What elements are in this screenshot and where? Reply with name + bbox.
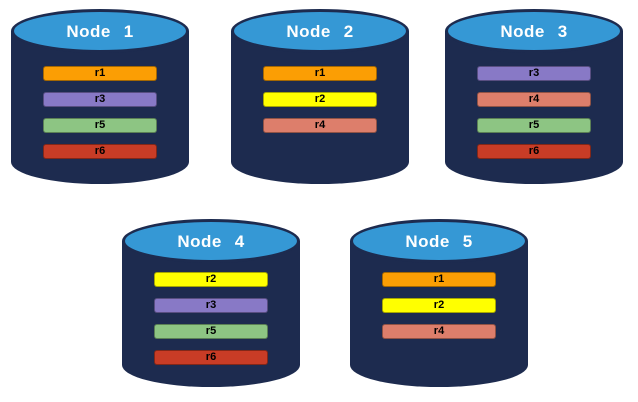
cylinder-top: Node 5 <box>350 219 528 263</box>
replica-list: r1 r2 r4 <box>382 272 496 339</box>
replica-bar: r3 <box>477 66 591 81</box>
node-title: Node 3 <box>500 22 568 41</box>
replica-bar: r3 <box>154 298 268 313</box>
replica-list: r1 r3 r5 r6 <box>43 66 157 159</box>
replica-bar: r2 <box>263 92 377 107</box>
replica-bar: r6 <box>154 350 268 365</box>
replica-bar: r4 <box>263 118 377 133</box>
replica-bar: r5 <box>154 324 268 339</box>
cylinder-body <box>231 31 409 184</box>
replica-bar: r4 <box>382 324 496 339</box>
cylinder-body <box>350 241 528 387</box>
cylinder-top: Node 1 <box>11 9 189 53</box>
replica-bar: r2 <box>382 298 496 313</box>
replica-bar: r6 <box>43 144 157 159</box>
replica-list: r1 r2 r4 <box>263 66 377 133</box>
replica-list: r2 r3 r5 r6 <box>154 272 268 365</box>
replica-bar: r2 <box>154 272 268 287</box>
node-title: Node 1 <box>66 22 134 41</box>
node-title: Node 5 <box>405 232 473 251</box>
cylinder-top: Node 3 <box>445 9 623 53</box>
cylinder-top: Node 2 <box>231 9 409 53</box>
replica-list: r3 r4 r5 r6 <box>477 66 591 159</box>
node-title: Node 4 <box>177 232 245 251</box>
replica-bar: r4 <box>477 92 591 107</box>
db-node-2: Node 2 r1 r2 r4 <box>231 9 409 184</box>
db-node-3: Node 3 r3 r4 r5 r6 <box>445 9 623 184</box>
cylinder-top: Node 4 <box>122 219 300 263</box>
node-title: Node 2 <box>286 22 354 41</box>
replica-bar: r6 <box>477 144 591 159</box>
replica-bar: r3 <box>43 92 157 107</box>
replica-bar: r5 <box>43 118 157 133</box>
db-node-1: Node 1 r1 r3 r5 r6 <box>11 9 189 184</box>
db-node-5: Node 5 r1 r2 r4 <box>350 219 528 387</box>
db-node-4: Node 4 r2 r3 r5 r6 <box>122 219 300 387</box>
replica-bar: r1 <box>43 66 157 81</box>
replica-bar: r1 <box>382 272 496 287</box>
replica-bar: r1 <box>263 66 377 81</box>
replica-bar: r5 <box>477 118 591 133</box>
